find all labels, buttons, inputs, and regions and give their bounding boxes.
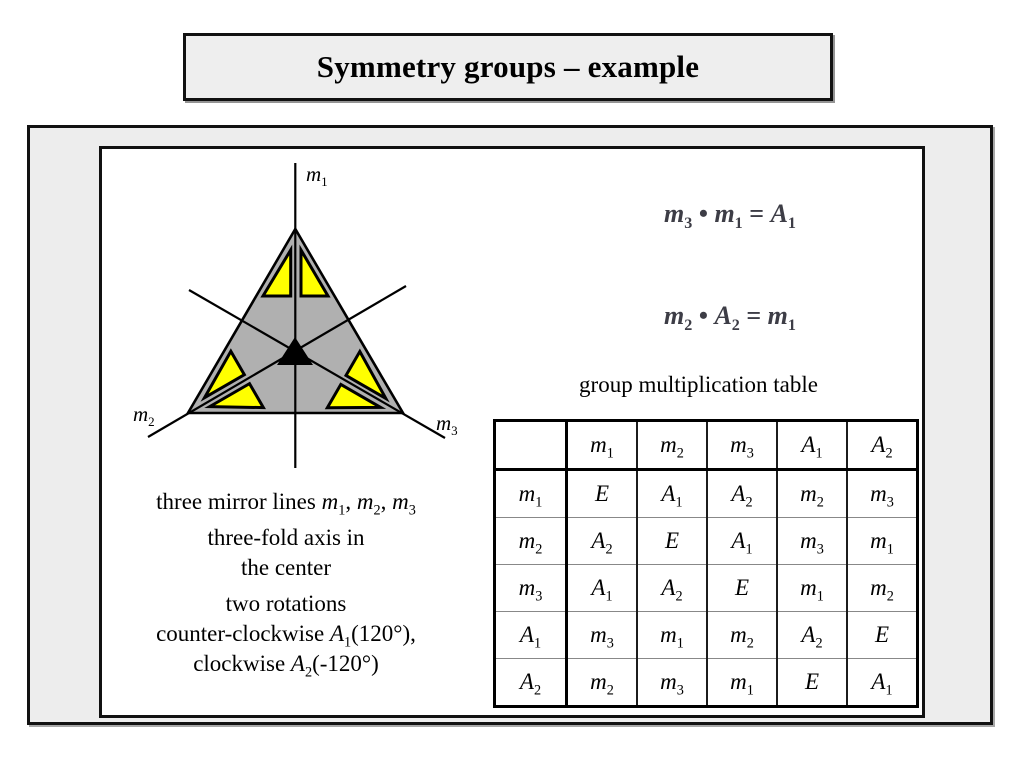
equation-2: m2 • A2 = m1 [664, 301, 796, 335]
equation-1: m3 • m1 = A1 [664, 199, 796, 233]
notes-block: three mirror lines m1, m2, m3 three-fold… [102, 487, 470, 681]
table-cell: m1 [846, 517, 918, 565]
mirror-line-m2 [147, 285, 407, 438]
title-box: Symmetry groups – example [183, 33, 833, 101]
label-m2: m2 [133, 402, 155, 430]
table-col-header: m1 [565, 420, 637, 470]
table-caption: group multiplication table [579, 372, 818, 397]
table-cell: E [846, 611, 918, 659]
table-row-header: A1 [494, 611, 568, 659]
table-col-header: A1 [776, 420, 847, 470]
table-col-header [494, 420, 568, 470]
table-cell: m2 [846, 564, 918, 612]
content-panel: m1 m2 m3 m3 • m1 = A1 m2 • A2 = m1 group… [99, 146, 925, 718]
table-col-header: A2 [846, 420, 918, 470]
table-row-header: m3 [494, 564, 568, 612]
content-frame: m1 m2 m3 m3 • m1 = A1 m2 • A2 = m1 group… [27, 125, 993, 725]
motif-pair-top [260, 244, 331, 298]
table-col-header: m2 [636, 420, 707, 470]
table-cell: m1 [776, 564, 847, 612]
table-cell: m2 [776, 469, 847, 518]
table-cell: m3 [565, 611, 637, 659]
table-cell: A2 [776, 611, 847, 659]
table-cell: m3 [846, 469, 918, 518]
table-cell: A1 [565, 564, 637, 612]
table-cell: A1 [636, 469, 707, 518]
table-cell: E [565, 469, 637, 518]
mirror-line-m3 [188, 289, 446, 439]
symmetry-diagram [147, 163, 446, 468]
table-cell: E [636, 517, 707, 565]
table-row-header: m2 [494, 517, 568, 565]
table-cell: E [706, 564, 777, 612]
table-cell: m1 [706, 658, 777, 707]
label-m1: m1 [306, 162, 328, 190]
table-col-header: m3 [706, 420, 777, 470]
slide-title: Symmetry groups – example [316, 49, 700, 84]
note-line: counter-clockwise A1(120°), [156, 621, 416, 651]
table-cell: A1 [846, 658, 918, 707]
table-cell: A2 [636, 564, 707, 612]
motif-triangle-right [299, 244, 331, 298]
table-cell: A2 [565, 517, 637, 565]
table-cell: E [776, 658, 847, 707]
label-m3: m3 [436, 411, 458, 439]
table-cell: A2 [706, 469, 777, 518]
table-cell: m3 [636, 658, 707, 707]
table-row-header: A2 [494, 658, 568, 707]
note-line: clockwise A2(-120°) [193, 651, 379, 681]
motif-triangle-left [260, 244, 293, 298]
note-line: three-fold axis in [207, 525, 365, 550]
note-line: two rotations [225, 591, 347, 616]
table-cell: m1 [636, 611, 707, 659]
table-cell: m2 [706, 611, 777, 659]
note-line: three mirror lines m1, m2, m3 [156, 489, 416, 519]
center-rotation-marker [277, 337, 313, 365]
table-cell: m3 [776, 517, 847, 565]
table-row-header: m1 [494, 469, 568, 518]
table-cell: m2 [565, 658, 637, 707]
table-cell: A1 [706, 517, 777, 565]
note-line: the center [240, 555, 332, 580]
